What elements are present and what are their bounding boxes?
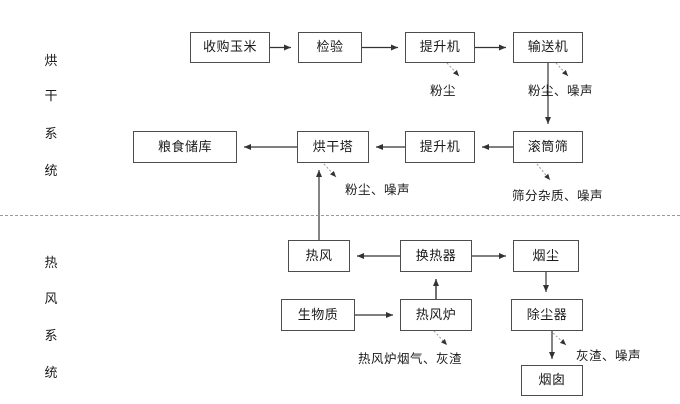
emission-dust-noise-dryer: 粉尘、噪声 [345,182,411,197]
node-biomass[interactable]: 生物质 [281,299,355,331]
node-conveyor[interactable]: 输送机 [513,32,583,63]
node-inspection[interactable]: 检验 [298,32,362,63]
section-label-drying-system-char-2: 系 [44,127,58,142]
emit-wire-dust-noise-dryer [323,163,337,178]
emission-dust-elevator: 粉尘 [430,83,457,98]
emission-screen-impurity-noise: 筛分杂质、噪声 [512,188,604,203]
node-dust-collector[interactable]: 除尘器 [511,299,583,331]
emit-wire-screen-impurity [536,163,551,181]
emission-furnace-gas-ash: 热风炉烟气、灰渣 [358,351,463,366]
section-label-hot-air-system-char-3: 统 [44,366,58,381]
emit-wire-dust-elevator [446,62,460,77]
emission-dust-noise-conveyor: 粉尘、噪声 [528,83,594,98]
section-label-drying-system-char-3: 统 [44,164,58,179]
node-grain-storage[interactable]: 粮食储库 [133,131,237,163]
node-elevator-2[interactable]: 提升机 [405,131,475,163]
emission-ash-noise: 灰渣、噪声 [576,348,642,363]
emit-wire-dust-noise-conveyor [555,62,569,77]
section-label-hot-air-system-char-1: 风 [44,292,58,307]
section-label-drying-system-char-0: 烘 [44,54,58,69]
node-drying-tower[interactable]: 烘干塔 [297,131,369,163]
node-corn-purchase[interactable]: 收购玉米 [190,32,270,63]
section-divider [0,215,680,216]
node-flue-dust[interactable]: 烟尘 [513,240,579,272]
node-heat-exchanger[interactable]: 换热器 [400,240,472,272]
emit-wire-ash-noise [552,332,567,346]
node-hot-air-furnace[interactable]: 热风炉 [400,299,472,331]
section-label-hot-air-system-char-0: 热 [44,256,58,271]
node-elevator-1[interactable]: 提升机 [405,32,475,63]
section-label-hot-air-system-char-2: 系 [44,329,58,344]
node-hot-air[interactable]: 热风 [288,240,350,272]
emit-wire-furnace-gas-ash [433,330,448,346]
node-chimney[interactable]: 烟囱 [521,365,583,396]
node-drum-screen[interactable]: 滚筒筛 [513,131,583,163]
section-label-drying-system-char-1: 干 [44,89,58,104]
